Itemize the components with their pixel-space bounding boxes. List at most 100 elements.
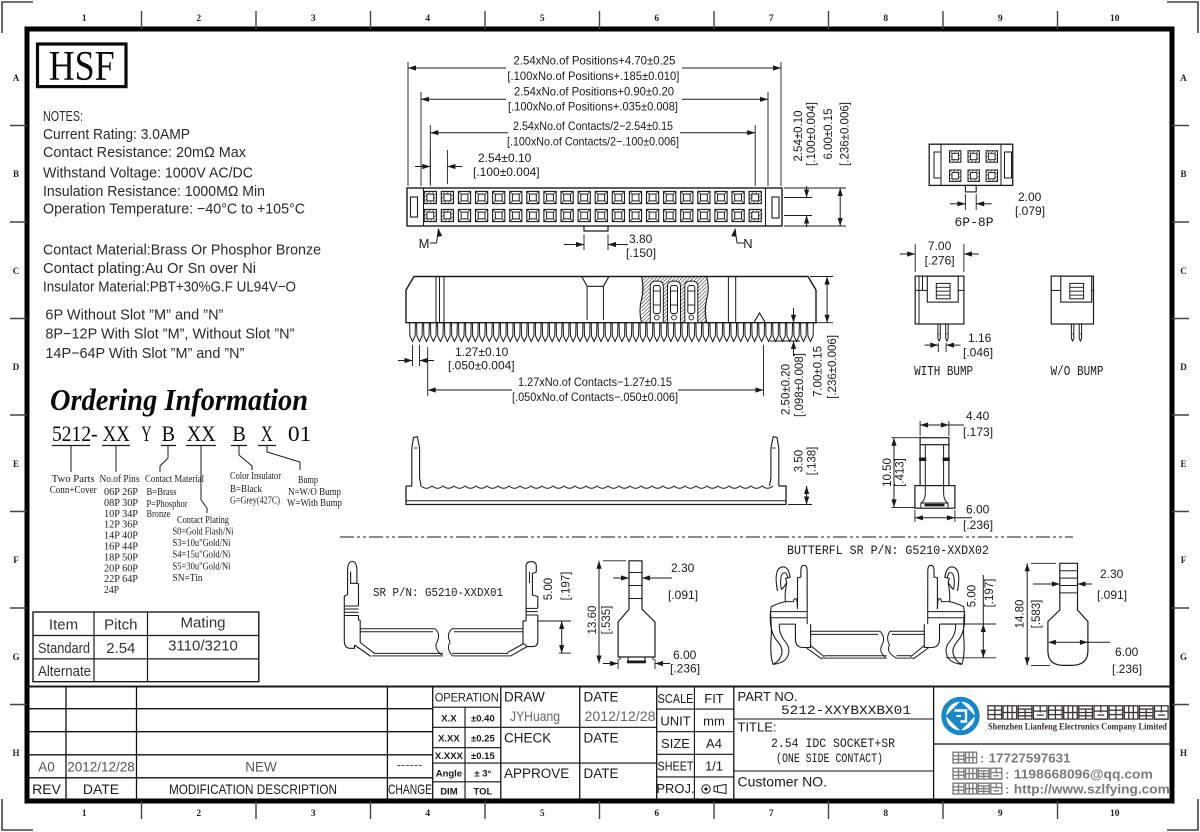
svg-text:2.54: 2.54: [106, 640, 135, 657]
svg-text:DRAW: DRAW: [504, 690, 545, 705]
svg-text:CHANGE: CHANGE: [388, 781, 432, 797]
svg-text:Alternate: Alternate: [38, 663, 91, 680]
svg-text:±0.25: ±0.25: [471, 734, 495, 745]
svg-text:[.236±0.006]: [.236±0.006]: [827, 335, 839, 399]
svg-text:14P 40P: 14P 40P: [104, 531, 138, 542]
svg-text:S0=Gold Flash/Ni: S0=Gold Flash/Ni: [173, 527, 234, 538]
svg-text:Pitch: Pitch: [104, 617, 137, 634]
svg-text:18P 50P: 18P 50P: [104, 552, 138, 563]
svg-text:No.of Pins: No.of Pins: [100, 474, 140, 485]
svg-text:D: D: [1180, 362, 1187, 372]
svg-text:5212-XXYBXXBX01: 5212-XXYBXXBX01: [781, 704, 911, 718]
svg-text:4: 4: [425, 809, 430, 819]
svg-text:Operation Temperature: −40°C: Operation Temperature: −40°C to +105°C: [43, 201, 305, 218]
svg-text::: :: [1005, 783, 1009, 797]
svg-text:[.276]: [.276]: [925, 254, 955, 268]
svg-text:(ONE SIDE CONTACT): (ONE SIDE CONTACT): [776, 752, 883, 766]
svg-text:[.138]: [.138]: [807, 447, 819, 476]
svg-text:E: E: [1180, 459, 1186, 469]
svg-text:[.535]: [.535]: [601, 606, 613, 635]
svg-text:Bump: Bump: [298, 475, 318, 486]
svg-text:3.80: 3.80: [629, 232, 653, 246]
svg-text:8: 8: [883, 809, 888, 819]
svg-text:10: 10: [1110, 14, 1120, 24]
svg-text:Standard: Standard: [38, 640, 90, 657]
svg-text:[.100±0.004]: [.100±0.004]: [806, 102, 818, 166]
svg-text:Current Rating: 3.0AMP: Current Rating: 3.0AMP: [43, 126, 190, 143]
svg-text:TOL: TOL: [473, 787, 492, 798]
svg-text:DATE: DATE: [584, 731, 619, 746]
svg-text:E: E: [13, 459, 19, 469]
svg-text:PART NO.: PART NO.: [738, 689, 798, 704]
svg-text:B=Brass: B=Brass: [147, 487, 177, 498]
svg-text:X.XX: X.XX: [438, 734, 460, 745]
svg-text:SIZE: SIZE: [661, 736, 690, 751]
svg-text:[.091]: [.091]: [1097, 588, 1127, 602]
svg-text:N: N: [743, 236, 752, 251]
svg-text:Two Parts: Two Parts: [52, 474, 95, 485]
svg-text:S3=10u"Gold/Ni: S3=10u"Gold/Ni: [173, 538, 231, 549]
svg-text:[.583]: [.583]: [1031, 600, 1043, 629]
svg-text:6P Without Slot ”M” and ”: 6P Without Slot ”M” and ”N”: [45, 306, 223, 323]
svg-text:WITH BUMP: WITH BUMP: [914, 365, 973, 380]
svg-text:7.00±0.15: 7.00±0.15: [813, 346, 825, 397]
svg-text:SHEET: SHEET: [658, 759, 694, 774]
svg-text:NOTES:: NOTES:: [43, 108, 83, 125]
svg-text:16P 44P: 16P 44P: [104, 542, 138, 553]
svg-text:B: B: [13, 169, 19, 179]
svg-text:Contact Material:Brass Or P: Contact Material:Brass Or Phosphor Bronz…: [43, 241, 321, 258]
svg-text:6P-8P: 6P-8P: [954, 215, 993, 230]
svg-text:[.100xNo.of Positions+.185±0.: [.100xNo.of Positions+.185±0.010]: [507, 69, 679, 83]
svg-text:DATE: DATE: [584, 690, 619, 705]
svg-text:6: 6: [654, 809, 659, 819]
svg-text:DATE: DATE: [83, 781, 119, 797]
svg-text:Contact Material: Contact Material: [145, 474, 204, 485]
svg-text:A: A: [13, 73, 20, 83]
svg-text:2012/12/28: 2012/12/28: [67, 759, 135, 774]
svg-text:B: B: [162, 421, 175, 446]
svg-text:2.50±0.20: 2.50±0.20: [781, 364, 793, 415]
svg-text:Contact Plating: Contact Plating: [177, 515, 230, 526]
svg-text:8P−12P With Slot ”M”, With: 8P−12P With Slot ”M”, Without Slot ”N”: [45, 325, 294, 342]
svg-text:Mating: Mating: [180, 615, 225, 632]
svg-text:P=Phosphor: P=Phosphor: [147, 499, 188, 510]
svg-text:2.00: 2.00: [1018, 190, 1042, 204]
svg-text:Conn+Cover: Conn+Cover: [50, 485, 97, 496]
svg-text:C: C: [13, 266, 20, 276]
svg-text:NEW: NEW: [245, 759, 277, 774]
svg-text:6.00±0.15: 6.00±0.15: [823, 108, 835, 159]
svg-text:5: 5: [540, 14, 545, 24]
svg-text:Bronze: Bronze: [147, 509, 171, 520]
svg-text:[.046]: [.046]: [963, 346, 993, 360]
svg-text:3: 3: [311, 809, 316, 819]
svg-text:2.54 IDC SOCKET+SR: 2.54 IDC SOCKET+SR: [771, 736, 895, 751]
svg-text:6.00: 6.00: [966, 503, 990, 517]
svg-text:2.54±0.10: 2.54±0.10: [478, 151, 532, 165]
svg-text:REV: REV: [32, 781, 61, 797]
svg-text:4.40: 4.40: [966, 409, 990, 423]
svg-text:[.197]: [.197]: [561, 572, 573, 601]
svg-text:7: 7: [769, 809, 774, 819]
svg-text:2: 2: [196, 14, 201, 24]
svg-text:XX: XX: [103, 421, 130, 446]
svg-text:Angle: Angle: [436, 769, 462, 780]
svg-text:1.27±0.10: 1.27±0.10: [455, 345, 509, 359]
svg-text:[.091]: [.091]: [668, 588, 698, 602]
svg-text:8: 8: [883, 14, 888, 24]
svg-text:M: M: [419, 236, 430, 251]
svg-text:XX: XX: [187, 421, 216, 446]
svg-text:1: 1: [82, 14, 87, 24]
svg-text:3.50: 3.50: [793, 450, 805, 472]
svg-text:http://www.szlfying.com: http://www.szlfying.com: [1014, 782, 1170, 797]
svg-text:A: A: [1180, 73, 1187, 83]
svg-text:[.098±0.008]: [.098±0.008]: [794, 353, 806, 417]
svg-text:mm: mm: [703, 714, 725, 729]
svg-text:N=W/O Bump: N=W/O Bump: [288, 487, 341, 498]
svg-text:1.16: 1.16: [968, 331, 992, 345]
svg-text:G: G: [1180, 652, 1187, 662]
svg-text:Item: Item: [49, 617, 78, 634]
svg-text:[.236]: [.236]: [1112, 662, 1142, 676]
svg-text:CHECK: CHECK: [504, 731, 551, 746]
svg-text:[.100±0.004]: [.100±0.004]: [473, 165, 540, 179]
svg-text:B: B: [1180, 169, 1186, 179]
